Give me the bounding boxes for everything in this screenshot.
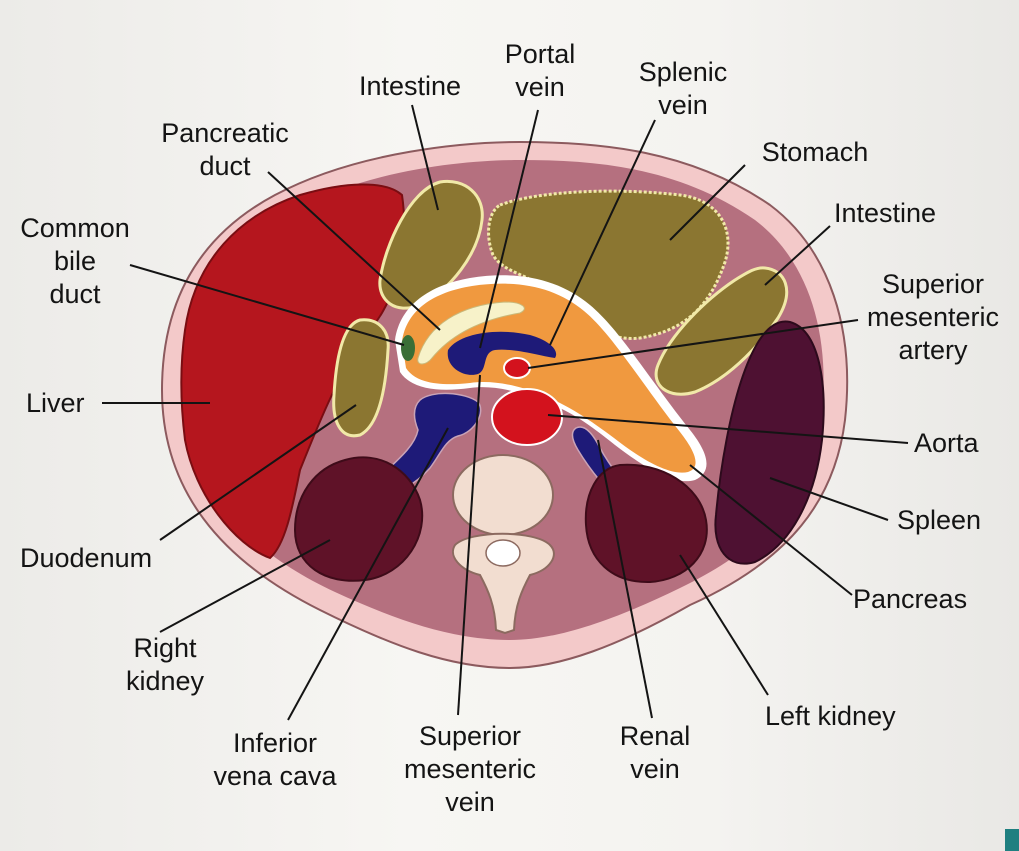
label-common-bile-duct: Common bile duct bbox=[0, 212, 150, 311]
label-superior-mesenteric-vein: Superior mesenteric vein bbox=[390, 720, 550, 819]
label-intestine-right: Intestine bbox=[800, 197, 970, 230]
label-intestine-top: Intestine bbox=[325, 70, 495, 103]
label-stomach: Stomach bbox=[730, 136, 900, 169]
spinal-canal bbox=[486, 540, 520, 566]
label-pancreas: Pancreas bbox=[853, 583, 1013, 616]
superior-mesenteric-artery bbox=[504, 358, 530, 378]
label-duodenum: Duodenum bbox=[20, 542, 200, 575]
label-portal-vein: Portal vein bbox=[480, 38, 600, 104]
label-splenic-vein: Splenic vein bbox=[618, 56, 748, 122]
label-right-kidney: Right kidney bbox=[95, 632, 235, 698]
label-aorta: Aorta bbox=[914, 427, 1014, 460]
label-spleen: Spleen bbox=[897, 504, 1017, 537]
vertebra-body bbox=[453, 455, 553, 535]
aorta bbox=[492, 389, 562, 445]
label-left-kidney: Left kidney bbox=[765, 700, 965, 733]
corner-tab bbox=[1005, 829, 1019, 851]
label-superior-mesenteric-artery: Superior mesenteric artery bbox=[848, 268, 1018, 367]
label-pancreatic-duct: Pancreatic duct bbox=[130, 117, 320, 183]
label-liver: Liver bbox=[26, 387, 116, 420]
label-inferior-vena-cava: Inferior vena cava bbox=[200, 727, 350, 793]
label-renal-vein: Renal vein bbox=[600, 720, 710, 786]
common-bile-duct bbox=[401, 335, 415, 361]
